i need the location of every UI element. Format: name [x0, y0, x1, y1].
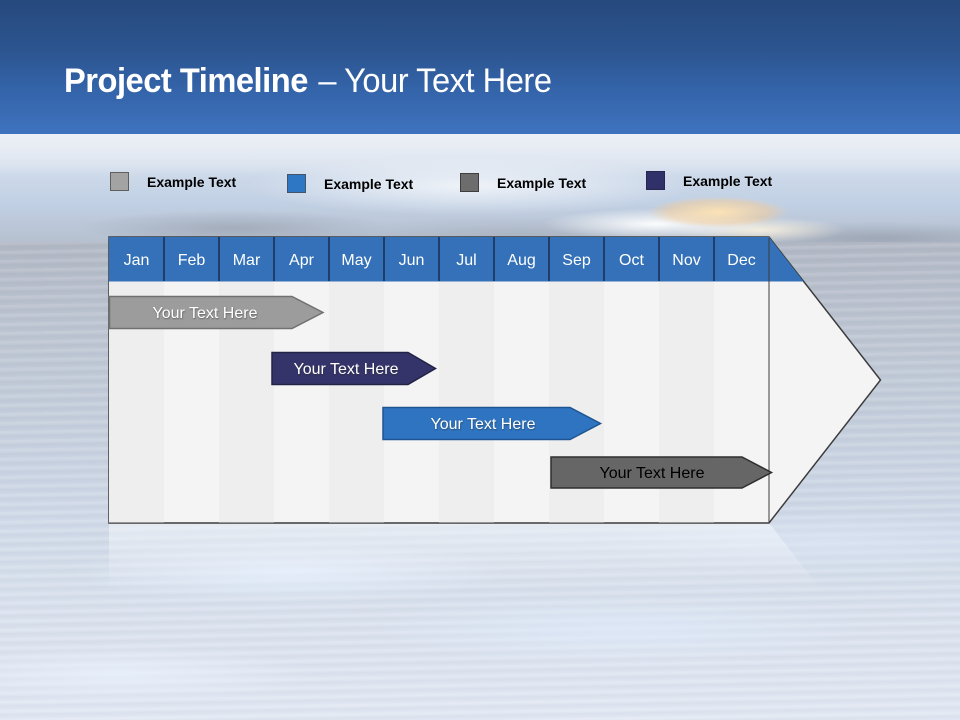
month-label: Dec	[727, 252, 755, 269]
task-bar-label: Your Text Here	[294, 361, 399, 378]
legend-item-3[interactable]: Example Text	[460, 173, 586, 192]
slide-title-main: Project Timeline	[64, 62, 308, 100]
legend-label: Example Text	[497, 174, 587, 191]
title-band-background	[0, 0, 960, 134]
task-bar-label: Your Text Here	[153, 305, 258, 322]
month-columns	[109, 281, 714, 523]
month-header-separators	[163, 237, 715, 281]
month-label: Aug	[507, 252, 535, 269]
month-label: Oct	[619, 252, 644, 269]
legend-item-4[interactable]: Example Text	[646, 171, 772, 190]
sky-photo-background	[0, 134, 960, 242]
task-bars: Your Text Here Your Text Here Your Text …	[108, 295, 774, 489]
legend-label: Example Text	[147, 173, 237, 190]
month-label: Jul	[456, 252, 476, 269]
slide-title[interactable]: Project Timeline – Your Text Here	[64, 58, 552, 104]
month-labels: Jan Feb Mar Apr May Jun Jul Aug Sep Oct …	[124, 252, 756, 269]
legend-swatch-blue[interactable]	[287, 174, 306, 193]
legend-swatch-navy[interactable]	[646, 171, 665, 190]
month-label: May	[341, 252, 371, 269]
task-bar-label: Your Text Here	[600, 465, 705, 482]
legend-item-1[interactable]: Example Text	[110, 172, 236, 191]
month-label: Jan	[124, 252, 150, 269]
task-bar-1[interactable]	[108, 295, 325, 330]
slide-title-subtitle: – Your Text Here	[318, 62, 552, 100]
legend-item-2[interactable]: Example Text	[287, 174, 413, 193]
task-bar-2[interactable]	[271, 351, 437, 386]
legend-swatch-gray[interactable]	[110, 172, 129, 191]
task-bar-label: Your Text Here	[431, 416, 536, 433]
month-header-band[interactable]	[109, 237, 804, 282]
legend-label: Example Text	[683, 172, 773, 189]
month-label: Apr	[289, 252, 315, 269]
month-label: Sep	[562, 252, 591, 269]
month-label: Nov	[672, 252, 700, 269]
month-label: Feb	[178, 252, 206, 269]
legend-swatch-darkgray[interactable]	[460, 173, 479, 192]
month-label: Mar	[233, 252, 261, 269]
timeline-reflection	[109, 523, 881, 720]
month-label: Jun	[399, 252, 425, 269]
legend-label: Example Text	[324, 175, 414, 192]
task-bar-4[interactable]	[550, 456, 774, 489]
task-bar-3[interactable]	[382, 406, 603, 441]
